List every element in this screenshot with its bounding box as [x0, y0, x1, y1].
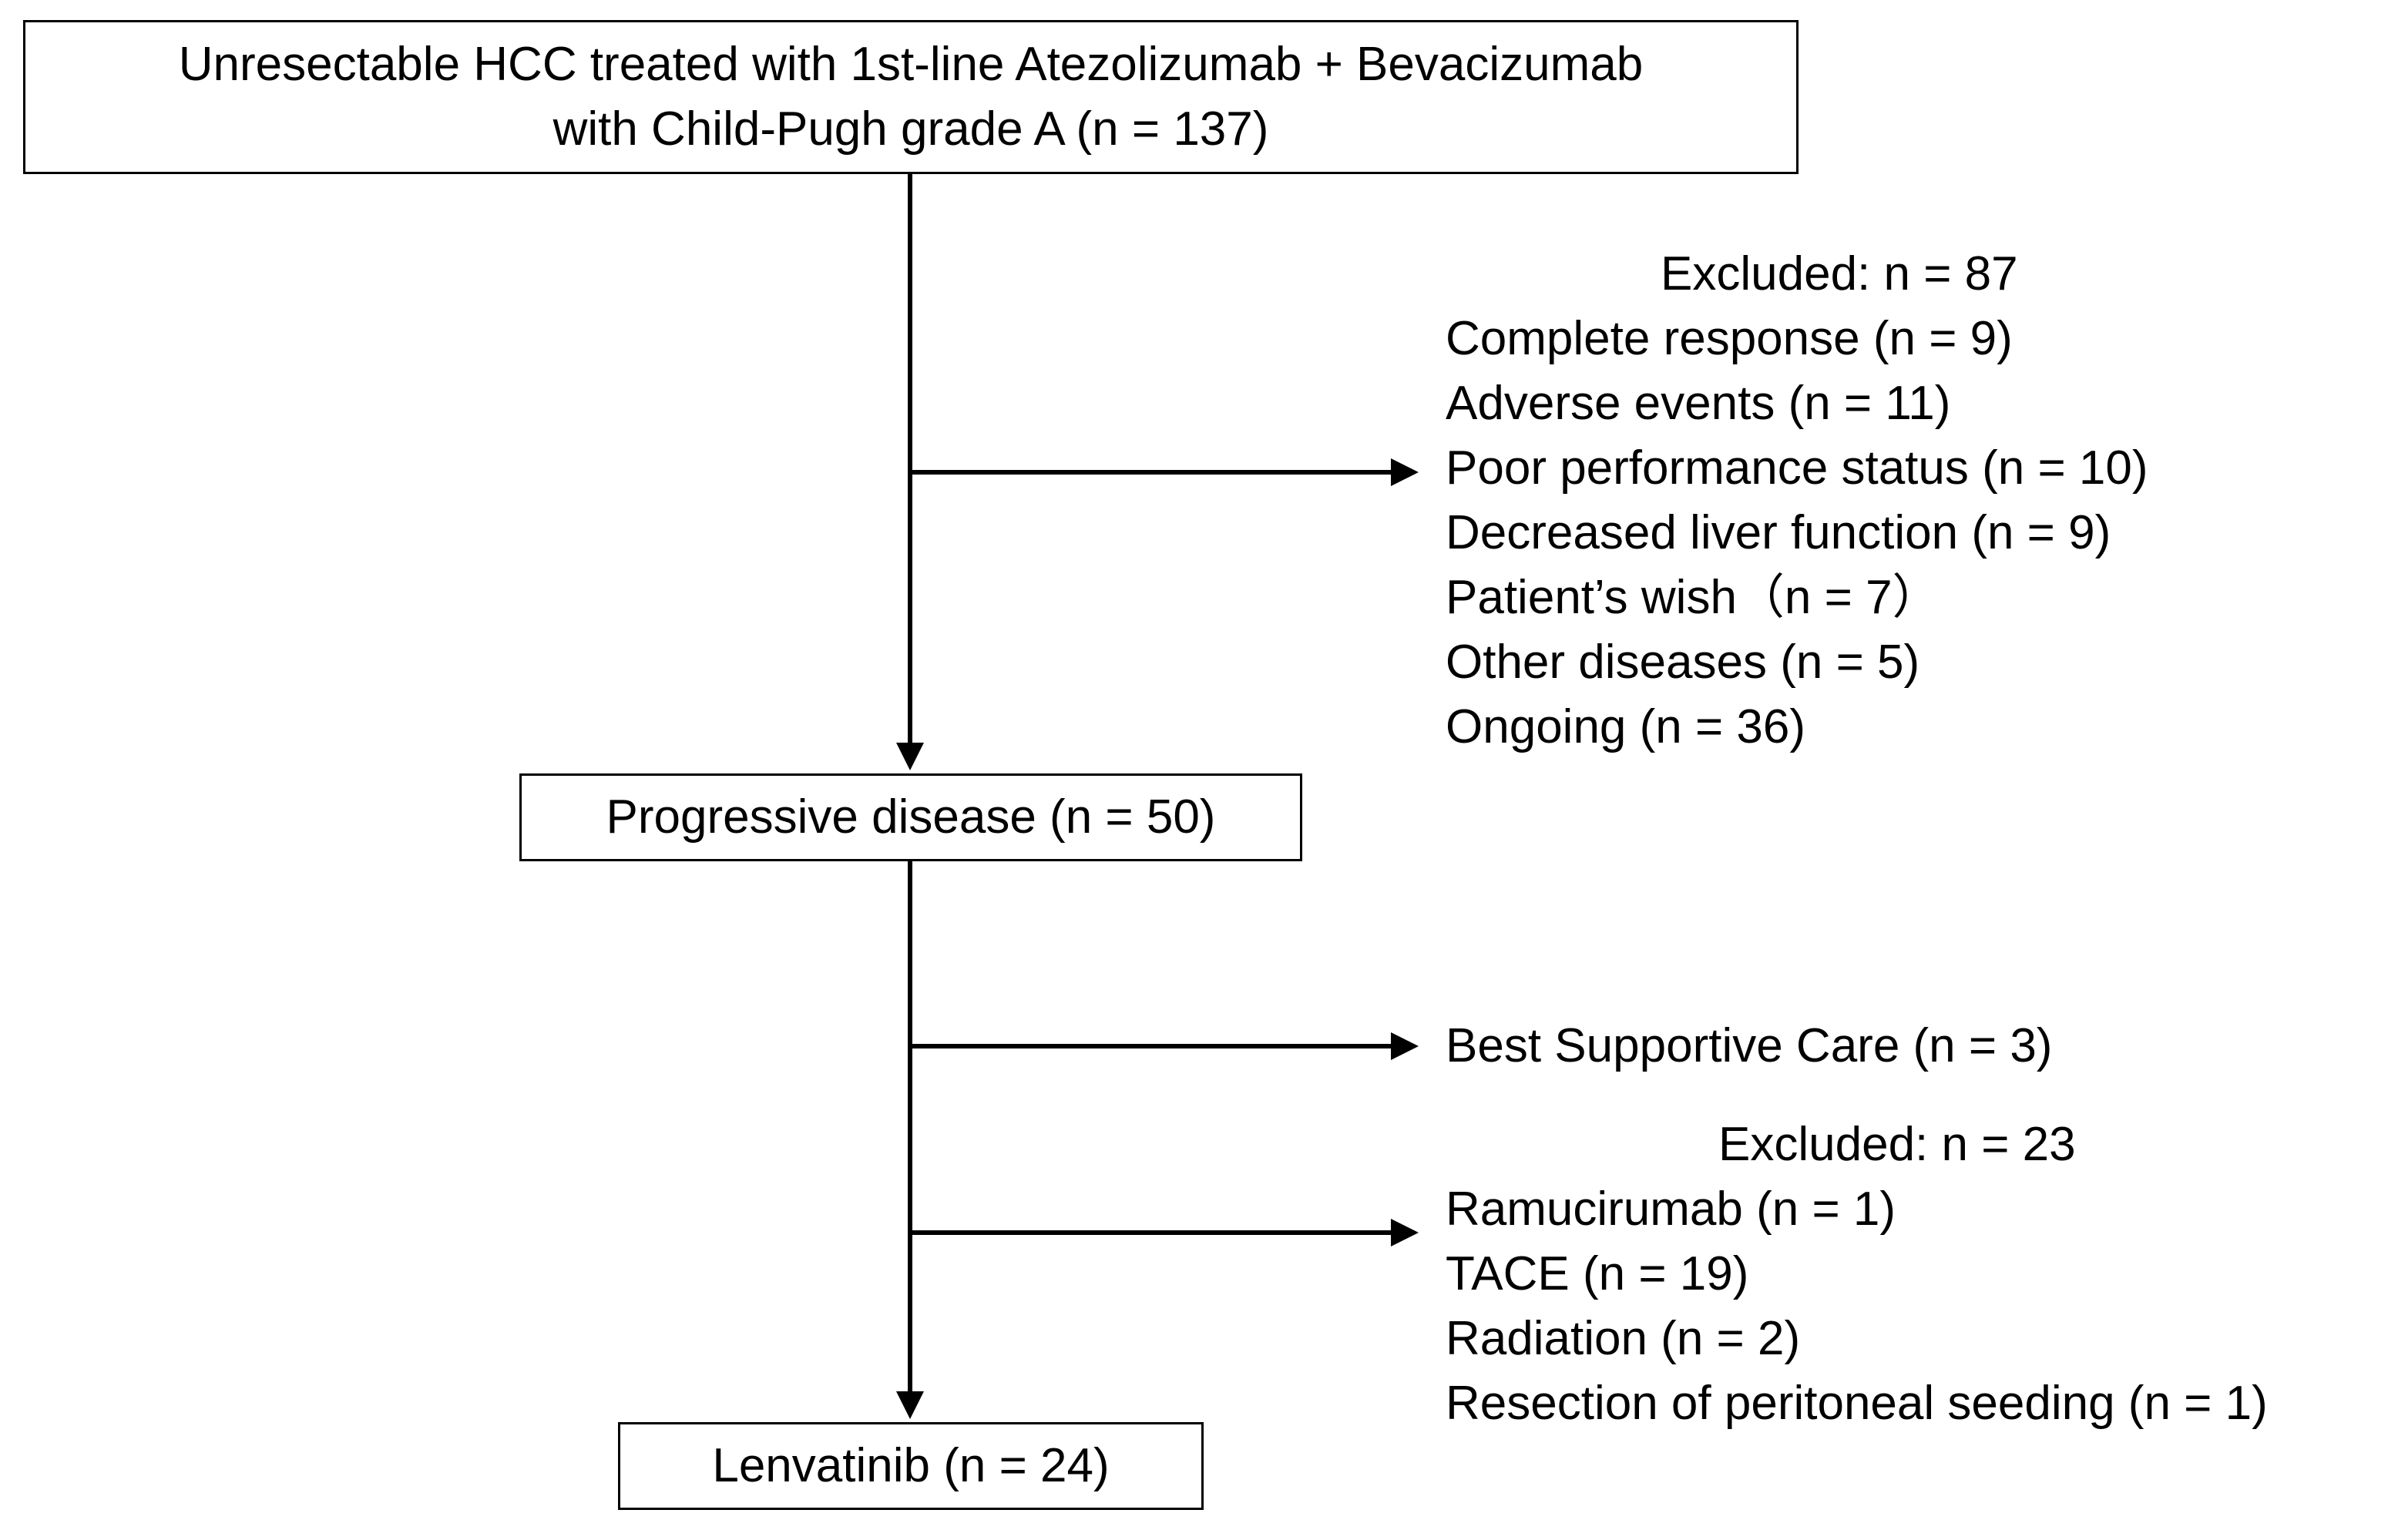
- lenvatinib-box: Lenvatinib (n = 24): [618, 1422, 1204, 1510]
- enrollment-line-1: Unresectable HCC treated with 1st-line A…: [178, 38, 1644, 91]
- exclusion-item-resection: Resection of peritoneal seeding (n = 1): [1446, 1377, 2268, 1430]
- enrollment-line-2: with Child-Pugh grade A (n = 137): [552, 102, 1269, 156]
- exclusion-item-patient-wish: Patient’s wish（n = 7）: [1446, 571, 1940, 624]
- exclusion-item-ramucirumab: Ramucirumab (n = 1): [1446, 1183, 1896, 1236]
- lenvatinib-label: Lenvatinib (n = 24): [712, 1439, 1110, 1492]
- exclusion-item-adverse-events: Adverse events (n = 11): [1446, 377, 1951, 430]
- exclusion-item-ongoing: Ongoing (n = 36): [1446, 700, 1806, 753]
- excluded-87-header: Excluded: n = 87: [1661, 247, 2018, 300]
- progressive-disease-box: Progressive disease (n = 50): [519, 773, 1302, 861]
- exclusion-item-complete-response: Complete response (n = 9): [1446, 312, 2013, 365]
- exclusion-item-other-diseases: Other diseases (n = 5): [1446, 636, 1920, 689]
- exclusion-item-liver-function: Decreased liver function (n = 9): [1446, 506, 2111, 559]
- best-supportive-care-label: Best Supportive Care (n = 3): [1446, 1019, 2053, 1072]
- exclusion-item-poor-performance: Poor performance status (n = 10): [1446, 441, 2148, 495]
- exclusion-item-tace: TACE (n = 19): [1446, 1247, 1749, 1300]
- enrollment-box: Unresectable HCC treated with 1st-line A…: [23, 20, 1799, 174]
- progressive-disease-label: Progressive disease (n = 50): [606, 790, 1216, 844]
- exclusion-item-radiation: Radiation (n = 2): [1446, 1312, 1801, 1365]
- excluded-23-header: Excluded: n = 23: [1718, 1118, 2076, 1171]
